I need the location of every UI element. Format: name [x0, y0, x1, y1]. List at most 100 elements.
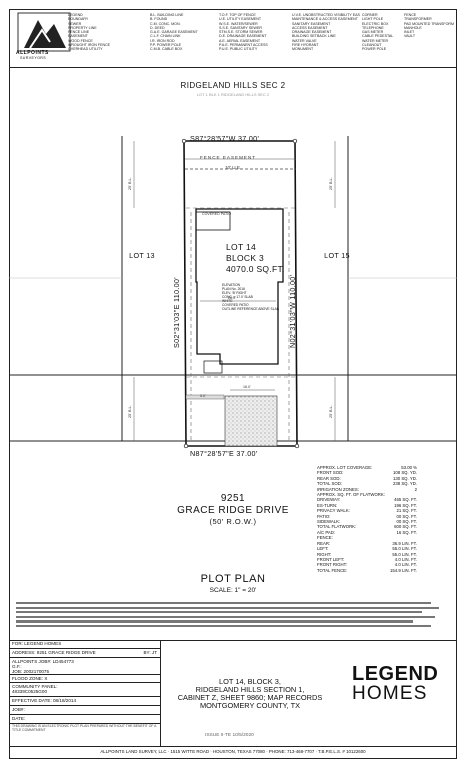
date-field: DATE:	[9, 715, 160, 724]
legend-entry: DRAINAGE EASEMENT	[292, 30, 332, 35]
legend-entry: P.A.E. PERMANENT ACCESS	[219, 43, 268, 48]
coverage-row: TOTAL FLATWORK:600 SQ. FT.	[317, 524, 417, 529]
community-row: COMMUNITY PANEL: 48339C0525G00	[9, 683, 160, 697]
plan-note: OUTLINE REFERENCE ABOVE SLAB	[222, 307, 279, 311]
flood-zone-field: FLOOD ZONE: X	[9, 675, 160, 683]
coverage-label: TOTAL SOD:	[317, 481, 342, 487]
legend-entry: C.M. CONC. MON.	[150, 21, 181, 26]
coverage-value: 21 SQ. FT.	[396, 508, 417, 514]
legend-entry: G.A.E. GARAGE EASEMENT	[150, 30, 198, 35]
legend-entry: MAINTENANCE & ACCESS EASEMENT	[292, 17, 358, 22]
coverage-row: RIGHT:55.0 LIN. FT.	[317, 552, 417, 557]
street-row: (50' R.O.W.)	[209, 517, 257, 526]
coverage-label: FRONT RIGHT:	[317, 562, 347, 568]
coverage-row: APPROX. LOT COVERAGE:53.00 %	[317, 465, 417, 470]
company-logo-sub: SURVEYORS	[20, 56, 47, 60]
legend-entry: P.P. POWER POLE	[150, 43, 182, 48]
rear-setback-left: 25' B.L.	[128, 177, 132, 190]
coverage-value: 2	[414, 486, 417, 492]
coverage-value: 55.0 LIN. FT.	[392, 546, 417, 552]
legend-entry: P.U.E. PUBLIC UTILITY	[219, 47, 258, 52]
coverage-label: IRRIGATION ZONES:	[317, 486, 359, 492]
legend-entry: CORNER	[362, 13, 378, 17]
coverage-value: 465 SQ. FT.	[394, 497, 417, 503]
coverage-row: IRRIGATION ZONES: 2	[317, 487, 417, 492]
plan-note: CONC. = 17.0' SLAB	[222, 295, 253, 299]
front-setback-right: 25' B.L.	[329, 405, 333, 418]
coverage-value: 4.0 LIN. FT.	[394, 562, 417, 568]
coverage-label: FENCE:	[317, 535, 333, 541]
plot-plan-title: PLOT PLAN	[200, 573, 266, 585]
front-setback-left: 25' B.L.	[128, 405, 132, 418]
street-name: GRACE RIDGE DRIVE	[177, 505, 289, 516]
legend-entry: MANHOLE	[404, 25, 422, 30]
for-field: FOR: LEGEND HOMES	[9, 640, 160, 649]
rear-setback-right: 25' B.L.	[329, 177, 333, 190]
by-field: BY: JT	[143, 650, 157, 655]
plan-notes: ELEVATION PLAN No. 2016 ELEV. 'B' RIGHT …	[222, 283, 282, 311]
legend-entry: LIGHT POLE	[362, 17, 384, 22]
lot-west-bearing: S02°31'03"E 110.00'	[172, 277, 181, 348]
coverage-row: TOTAL FENCE:154.9 LIN. FT.	[317, 568, 417, 573]
legend-entry: EASEMENT	[68, 34, 88, 39]
effective-date-field: EFFECTIVE DATE: 08/18/2014	[9, 697, 160, 706]
community-panel-label: COMMUNITY PANEL:	[12, 684, 58, 689]
coverage-value: 238 SQ. YD.	[392, 481, 417, 487]
legend-entry: OVERHEAD UTILITY	[68, 47, 103, 52]
legend-entry: C.M.B. CABLE BOX	[150, 47, 183, 52]
legend-homes-logo: LEGEND HOMES	[352, 664, 438, 704]
coverage-value: 108 SQ. YD.	[392, 470, 417, 476]
legend-entry: FENCE	[404, 13, 417, 17]
coverage-label: PATIO:	[317, 513, 331, 519]
brand-line-1: LEGEND	[352, 663, 439, 685]
plan-note: WHITE	[222, 299, 233, 303]
coverage-row: FRONT SOD: 108 SQ. YD.	[317, 470, 417, 475]
job-row: ALLPOINTS JOB#: LD454773 G.F.: JOB: 2002…	[9, 658, 160, 675]
coverage-row: DRIVEWAY:465 SQ. FT.	[317, 497, 417, 502]
legend-entry: U.V.E. UNOBSTRUCTED VISIBILITY EASEMENT	[292, 13, 360, 17]
legend-entry: D.E. DRAINAGE EASEMENT	[219, 34, 267, 39]
legend-entry: BOUNDARY	[68, 17, 89, 22]
plot-plan-scale: SCALE: 1" = 20'	[209, 587, 257, 594]
lot-south-bearing: N87°28'57"E 37.00'	[190, 449, 258, 458]
legend-entry: I.R. IRON ROD	[150, 38, 175, 43]
legend-entry: CABLE PEDESTAL	[362, 34, 394, 39]
legend-column-4: U.V.E. UNOBSTRUCTED VISIBILITY EASEMENTM…	[292, 13, 360, 52]
coverage-row: A/C PAD:16 SQ. FT.	[317, 530, 417, 535]
community-panel-value: 48339C0525G00	[12, 689, 47, 694]
lot-area: 4070.0 SQ.FT.	[226, 264, 285, 274]
title-block-rule	[9, 640, 457, 641]
coverage-value: 16 SQ. FT.	[396, 529, 417, 535]
legend-entry: POWER POLE	[362, 47, 387, 52]
coverage-label: TOTAL FLATWORK:	[317, 524, 357, 530]
street-number: 9251	[220, 493, 246, 504]
coverage-row: PATIO:00 SQ. FT.	[317, 514, 417, 519]
legend-entry: PAD MOUNTED TRANSFORMER	[404, 21, 454, 26]
legend-entry: T.O.F. TOP OF FENCE	[219, 13, 256, 17]
title-block-info: FOR: LEGEND HOMES ADDRESS: 9251 GRACE RI…	[9, 640, 160, 736]
footer-company: ALLPOINTS LAND SURVEY, LLC · 1515 WITTE …	[100, 749, 366, 754]
lot-drawing	[9, 136, 457, 449]
coverage-row: ES-TURN:196 SQ. FT.	[317, 503, 417, 508]
coverage-value: 00 SQ. FT.	[396, 519, 417, 525]
block-number: BLOCK 3	[226, 253, 265, 263]
coverage-row: LEFT:55.0 LIN. FT.	[317, 546, 417, 551]
general-notes	[16, 602, 448, 628]
jobnum-field: JOB#:	[9, 706, 160, 715]
issue-stamp: ISSUE II-TE 10/5/2020	[205, 733, 254, 738]
plan-note: COVERED PATIO	[222, 303, 249, 307]
legend-entry: A.E. AERIAL EASEMENT	[219, 38, 261, 43]
plan-note: PLAN No. 2016	[222, 287, 245, 291]
coverage-value: 55.0 LIN. FT.	[392, 551, 417, 557]
coverage-label: APPROX. SQ. FT. OF FLATWORK:	[317, 492, 385, 498]
coverage-row: TOTAL SOD: 238 SQ. YD.	[317, 481, 417, 486]
coverage-label: FRONT SOD:	[317, 470, 344, 476]
legend-entry: W.S.E. WATER/SEWER	[219, 21, 258, 26]
coverage-row: SIDEWALK:00 SQ. FT.	[317, 519, 417, 524]
coverage-value: 4.0 LIN. FT.	[394, 556, 417, 562]
legend-entry: SEWER	[68, 21, 82, 26]
